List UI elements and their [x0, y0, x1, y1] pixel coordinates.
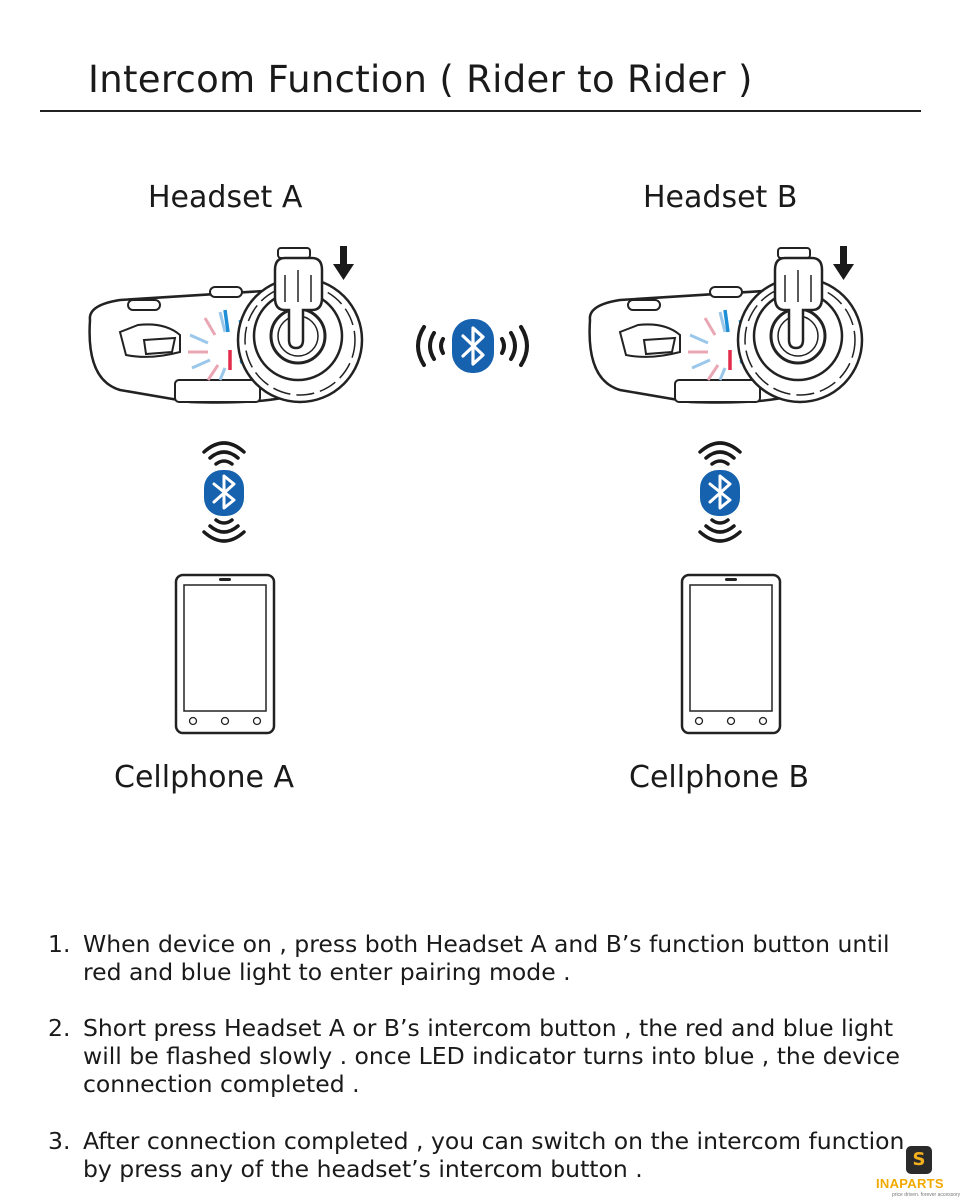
cellphone-a-illustration — [174, 573, 276, 735]
signal-waves-icon — [698, 441, 742, 543]
signal-waves-icon — [202, 441, 246, 543]
headset-b-illustration — [588, 246, 864, 404]
sinaparts-logo: S INAPARTS price driven. forever accesso… — [872, 1146, 968, 1200]
logo-tagline: price driven. forever accessory — [892, 1192, 961, 1198]
step-text: When device on , press both Headset A an… — [83, 930, 890, 986]
cellphone-b-label: Cellphone B — [629, 760, 810, 795]
control-dial — [236, 276, 364, 404]
press-arrow-icon — [333, 246, 354, 280]
bluetooth-icon — [700, 470, 740, 516]
page-title: Intercom Function ( Rider to Rider ) — [88, 58, 753, 101]
step-number: 2. — [48, 1014, 71, 1042]
press-arrow-icon — [833, 246, 854, 280]
intercom-bluetooth-link — [416, 319, 529, 373]
headset-a-phone-bluetooth-link — [202, 441, 246, 543]
pointing-hand-icon — [273, 247, 324, 350]
bluetooth-icon — [452, 319, 494, 373]
bluetooth-icon — [204, 470, 244, 516]
logo-mark: S — [906, 1146, 932, 1174]
step-text: Short press Headset A or B’s intercom bu… — [83, 1014, 900, 1098]
headset-b-label: Headset B — [643, 180, 798, 215]
pointing-hand-icon — [773, 247, 824, 350]
signal-waves-icon — [416, 325, 529, 367]
step-number: 1. — [48, 930, 71, 958]
cellphone-a-label: Cellphone A — [114, 760, 295, 795]
cellphone-b-illustration — [680, 573, 782, 735]
logo-name: INAPARTS — [876, 1176, 944, 1191]
step-text: After connection completed , you can swi… — [83, 1127, 905, 1183]
title-divider — [40, 110, 921, 112]
headset-a-label: Headset A — [148, 180, 303, 215]
headset-b-phone-bluetooth-link — [698, 441, 742, 543]
headset-a-illustration — [88, 246, 364, 404]
step-number: 3. — [48, 1127, 71, 1155]
